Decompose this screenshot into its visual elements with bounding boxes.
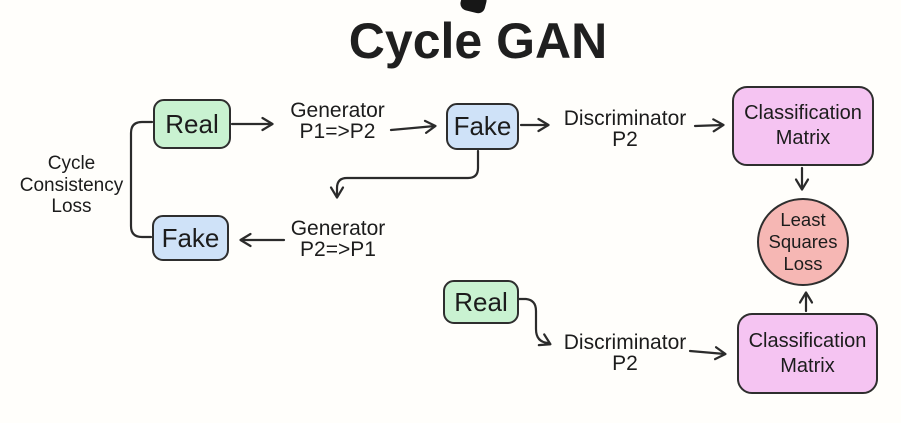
node-real-bottom: Real bbox=[443, 280, 519, 324]
node-real-top: Real bbox=[153, 99, 231, 149]
side-label-cycle-consistency-loss: Cycle Consistency Loss bbox=[19, 153, 124, 217]
node-fake-bottom: Fake bbox=[152, 215, 229, 261]
node-classification-matrix-bottom: Classification Matrix bbox=[737, 313, 878, 394]
diagram-title: Cycle GAN bbox=[348, 13, 608, 69]
arrow-generator-p1p2-to-fake-top bbox=[389, 119, 437, 134]
node-classification-matrix-top: Classification Matrix bbox=[732, 86, 874, 166]
arrow-fake-top-to-generator-p2p1 bbox=[329, 149, 480, 199]
edge-label-generator-p1p2: Generator P1=>P2 bbox=[290, 99, 385, 143]
edge-label-discriminator-p2-bottom: Discriminator P2 bbox=[563, 331, 687, 375]
node-least-squares-loss: Least Squares Loss bbox=[757, 198, 849, 286]
bracket-cycle-consistency-loss bbox=[129, 120, 154, 239]
edge-label-generator-p2p1: Generator P2=>P1 bbox=[290, 217, 386, 261]
arrow-real-bottom-to-discriminator-p2-bottom bbox=[517, 297, 552, 347]
arrow-discriminator-p2-top-to-classification-matrix-top bbox=[693, 118, 725, 133]
edge-label-discriminator-p2-top: Discriminator P2 bbox=[563, 107, 687, 151]
node-fake-top: Fake bbox=[446, 103, 519, 150]
arrow-discriminator-p2-bottom-to-classification-matrix-bottom bbox=[688, 346, 727, 361]
